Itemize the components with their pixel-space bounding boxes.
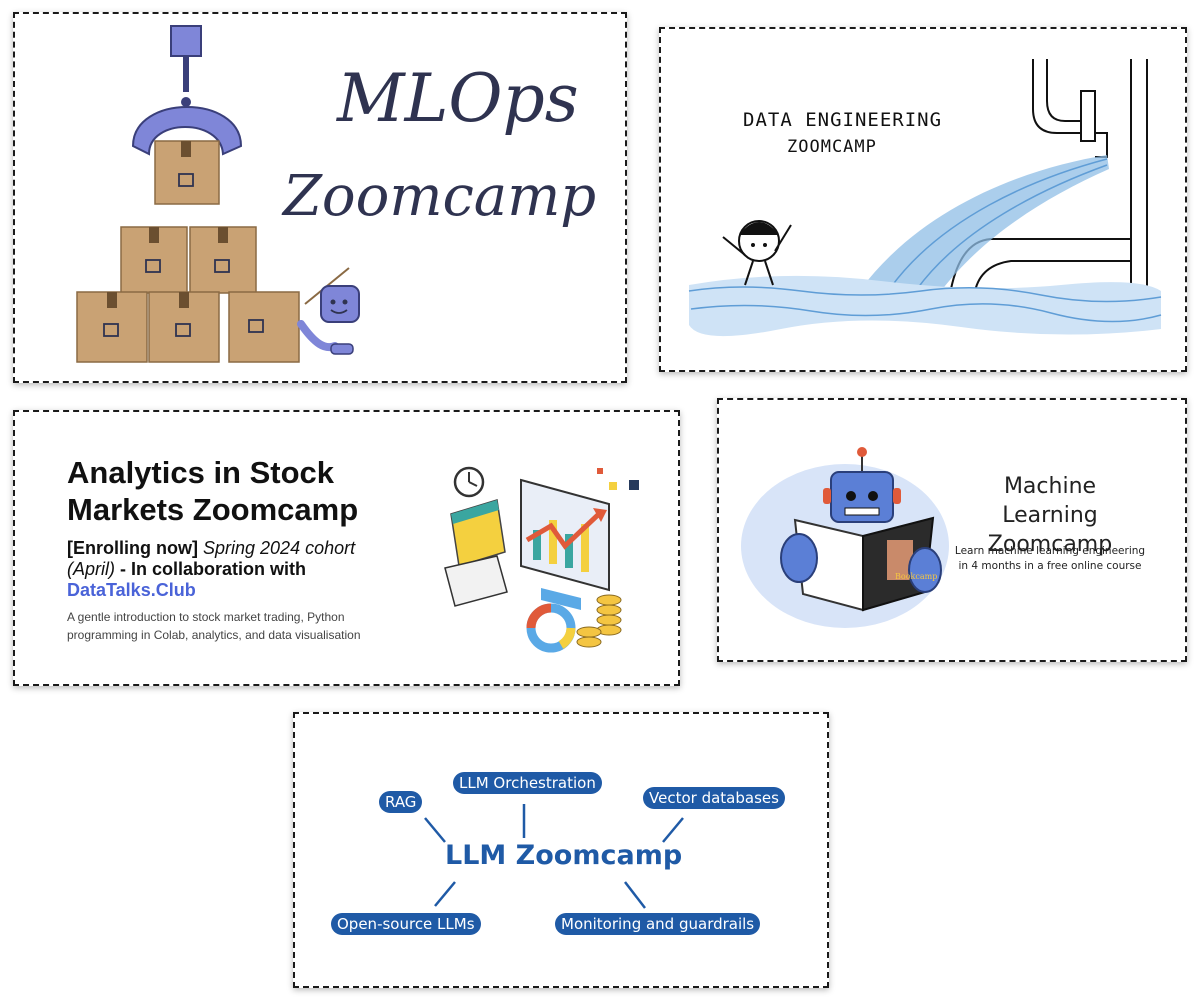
water-pipe-illustration [688,59,1162,337]
topic-open-source-llms: Open-source LLMs [331,913,481,935]
data-engineering-zoomcamp-card[interactable]: DATA ENGINEERING ZOOMCAMP [659,27,1187,372]
machine-learning-zoomcamp-card[interactable]: Bookcamp Machine Learning Zoomcamp Learn… [717,398,1187,662]
calendar-icon [450,499,506,567]
ml-subtitle: Learn machine learning engineering in 4 … [954,545,1146,572]
stock-analytics-illustration [444,466,639,653]
mlops-title-line1: MLOps [337,60,579,137]
mlops-illustration [76,25,360,363]
topic-monitoring-guardrails: Monitoring and guardrails [555,913,761,935]
cohort-text: Spring 2024 cohort (April) [67,538,356,579]
donut-chart-icon [526,603,576,653]
llm-connector-lines [424,804,684,909]
topic-vector-databases: Vector databases [643,787,785,809]
clock-icon [453,466,485,498]
stock-title: Analytics in Stock Markets Zoomcamp [67,455,359,527]
box-icon [154,140,220,205]
llm-title: LLM Zoomcamp [445,840,683,871]
stock-description: A gentle introduction to stock market tr… [67,610,361,642]
ml-title: Machine Learning Zoomcamp [987,474,1113,557]
claw-mount-icon [170,25,202,57]
worker-figure-icon [722,220,792,286]
stock-enrollment-line: [Enrolling now] Spring 2024 cohort (Apri… [67,538,397,601]
llm-zoomcamp-card[interactable]: LLM Zoomcamp RAG LLM Orchestration Vecto… [293,712,829,988]
peeking-robot-icon [297,267,360,355]
box-icon [148,291,220,363]
book-cover-label: Bookcamp [895,572,938,581]
de-title-line2: ZOOMCAMP [787,137,877,157]
monitor-icon [520,478,610,610]
collab-text: - In collaboration with [120,559,307,579]
robot-head-icon [823,471,901,523]
topic-llm-orchestration: LLM Orchestration [453,772,602,794]
de-title-line1: DATA ENGINEERING [743,109,943,131]
stock-markets-zoomcamp-card[interactable]: Analytics in Stock Markets Zoomcamp [Enr… [13,410,680,686]
robot-claw-icon [131,106,243,156]
box-icon [120,226,188,294]
mlops-title-line2: Zoomcamp [283,164,597,229]
reading-robot-illustration [741,447,949,628]
box-icon [228,291,300,363]
pipe-valve-icon [1080,90,1096,142]
box-icon [76,291,148,363]
datatalks-club-link[interactable]: DataTalks.Club [67,580,196,600]
enrolling-badge: [Enrolling now] [67,538,198,558]
topic-rag: RAG [379,791,423,813]
printer-icon [444,555,508,607]
box-icon [189,226,257,294]
coins-icon [576,594,622,648]
mlops-zoomcamp-card[interactable]: MLOps Zoomcamp [13,12,627,383]
